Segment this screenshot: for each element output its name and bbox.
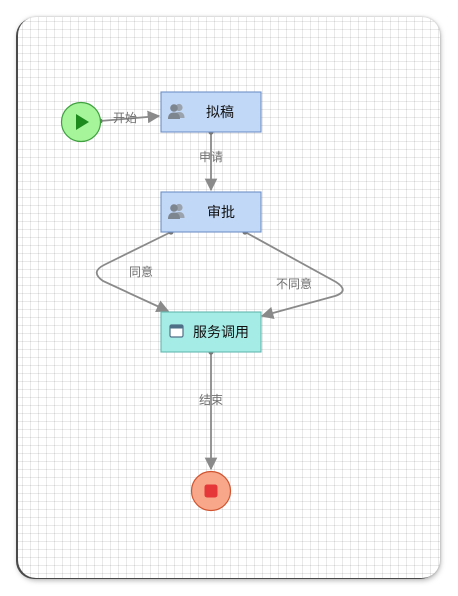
user-task-icon <box>168 203 185 219</box>
edge-label-end: 结束 <box>199 393 223 407</box>
play-icon <box>76 114 89 130</box>
task-label-service: 服务调用 <box>193 325 249 341</box>
edge-label-apply: 申请 <box>199 150 223 164</box>
user-task-icon <box>168 103 185 119</box>
service-window-icon <box>169 324 184 338</box>
task-node-service[interactable]: 服务调用 <box>160 311 262 353</box>
stop-icon <box>204 484 218 498</box>
edge-label-agree: 同意 <box>129 264 153 279</box>
task-node-draft[interactable]: 拟稿 <box>160 91 262 133</box>
task-label-draft: 拟稿 <box>206 105 234 121</box>
edge-approve-to-service-agree[interactable]: 同意 <box>95 229 174 312</box>
task-node-approve[interactable]: 审批 <box>160 191 262 233</box>
end-event-node[interactable] <box>190 470 232 512</box>
start-event-node[interactable] <box>60 101 102 143</box>
edge-approve-to-service-disagree[interactable]: 不同意 <box>242 229 344 320</box>
edge-draft-to-approve[interactable]: 申请 <box>199 129 223 192</box>
edge-service-to-end[interactable]: 结束 <box>199 349 223 471</box>
task-label-approve: 审批 <box>207 205 235 221</box>
edge-label-disagree: 不同意 <box>276 276 312 291</box>
edge-start-to-draft[interactable]: 开始 <box>97 110 161 125</box>
edge-label-start: 开始 <box>113 111 137 125</box>
